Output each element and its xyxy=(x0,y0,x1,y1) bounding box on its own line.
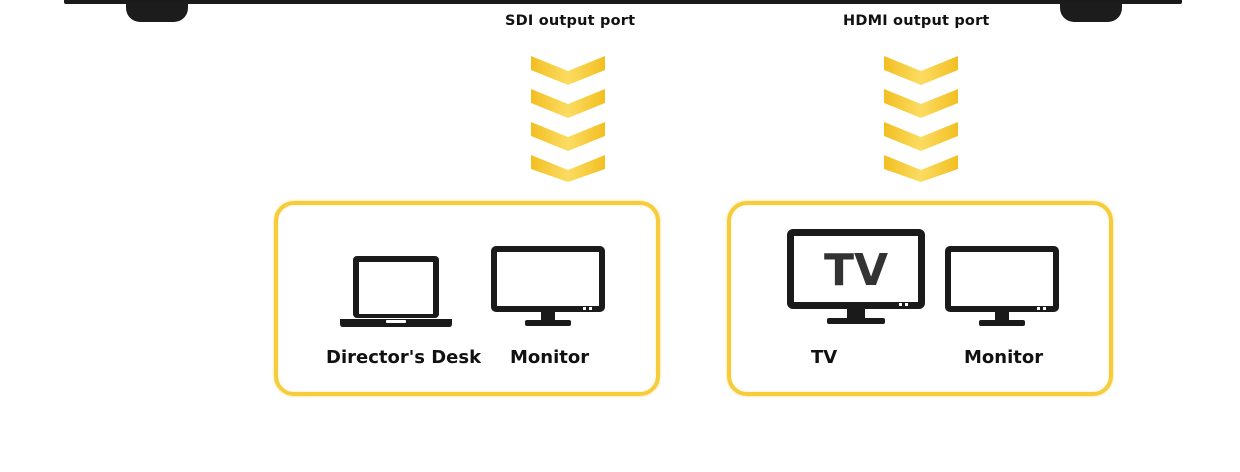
tv-icon: TV xyxy=(787,229,925,324)
tv-screen-text: TV xyxy=(824,245,888,296)
sdi-output-port-label: SDI output port xyxy=(505,13,636,29)
sdi-monitor-label: Monitor xyxy=(510,347,590,368)
laptop-icon xyxy=(340,256,452,327)
monitor-icon xyxy=(491,246,605,326)
sdi-devices-group xyxy=(274,201,660,396)
device-bottom-edge xyxy=(64,0,1182,4)
device-foot-left xyxy=(126,2,188,22)
directors-desk-label: Director's Desk xyxy=(326,347,482,368)
hdmi-output-port-label: HDMI output port xyxy=(843,13,990,29)
hdmi-down-arrow-icon xyxy=(884,56,958,182)
monitor-icon xyxy=(945,246,1059,326)
hdmi-devices-group xyxy=(727,201,1113,396)
sdi-down-arrow-icon xyxy=(531,56,605,182)
tv-label: TV xyxy=(811,347,838,368)
hdmi-monitor-label: Monitor xyxy=(964,347,1044,368)
device-foot-right xyxy=(1060,2,1122,22)
